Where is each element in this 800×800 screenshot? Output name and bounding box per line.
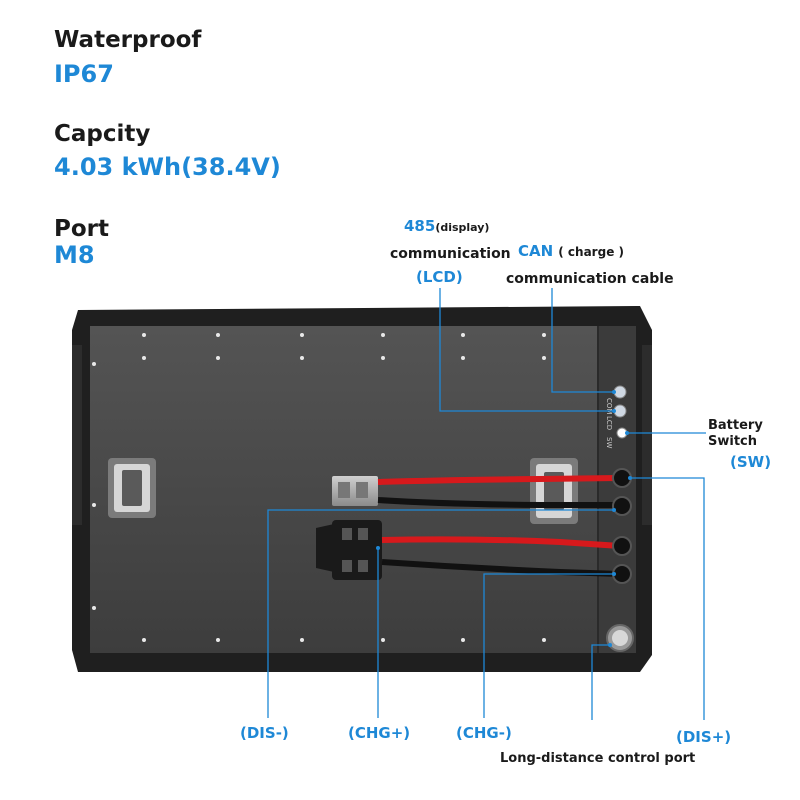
leader-lcd	[439, 288, 614, 412]
leader-can	[551, 288, 614, 393]
can-name: CAN	[518, 242, 554, 260]
leader-chg-minus	[483, 573, 614, 718]
rs485-number: 485	[404, 217, 436, 235]
leader-dot	[625, 431, 629, 435]
leader-dot	[612, 572, 616, 576]
screw	[542, 333, 546, 337]
chg-minus-label: (CHG-)	[456, 724, 512, 742]
leader-lines	[267, 288, 706, 720]
screw	[92, 606, 96, 610]
battery-switch-sw: (SW)	[730, 453, 772, 471]
rs485-callout: 485(display)	[404, 216, 489, 235]
battery-switch-line1: Battery	[708, 418, 763, 433]
cable-chg-plus-red	[381, 536, 621, 549]
port-strip	[598, 326, 636, 653]
screw	[542, 638, 546, 642]
leader-dot	[628, 476, 632, 480]
capacity-value: 4.03 kWh(38.4V)	[54, 153, 281, 181]
capacity-label: Capcity	[54, 121, 151, 147]
port-value: M8	[54, 241, 95, 269]
waterproof-label: Waterproof	[54, 27, 202, 53]
long-distance-label: Long-distance control port	[500, 751, 696, 766]
screw	[461, 356, 465, 360]
black-connector	[316, 520, 382, 580]
screw	[92, 362, 96, 366]
mark-com: COM	[605, 398, 613, 414]
screw	[142, 356, 146, 360]
can-callout: CAN ( charge )	[518, 241, 624, 260]
cable-chg-minus-black	[381, 559, 621, 577]
terminal-chg-plus	[612, 536, 632, 556]
cable-dis-minus-black	[377, 497, 618, 508]
leader-long-distance	[591, 644, 610, 720]
screw	[92, 503, 96, 507]
can-communication-cable: communication cable	[506, 271, 674, 287]
leader-dis-minus	[267, 509, 614, 718]
screw	[381, 638, 385, 642]
screw	[461, 638, 465, 642]
leader-dot	[612, 390, 616, 394]
left-handle	[108, 458, 156, 518]
waterproof-value: IP67	[54, 60, 114, 88]
dis-minus-label: (DIS-)	[240, 724, 289, 742]
dis-plus-label: (DIS+)	[676, 728, 732, 746]
signal-ports	[613, 385, 628, 439]
leader-dots	[376, 390, 632, 647]
rs485-display-note: (display)	[435, 221, 490, 234]
terminal-dis-minus	[612, 496, 632, 516]
rs485-communication: communication	[390, 246, 511, 262]
mark-lcd: LCD	[605, 416, 613, 430]
leader-dis-plus	[630, 477, 705, 720]
frame-groove-right	[642, 345, 652, 525]
screw	[300, 638, 304, 642]
screw	[461, 333, 465, 337]
right-handle	[530, 458, 578, 524]
screw	[142, 333, 146, 337]
mark-sw: SW	[605, 437, 613, 448]
power-terminals	[612, 468, 632, 584]
screw	[216, 333, 220, 337]
screw	[381, 356, 385, 360]
screw	[142, 638, 146, 642]
can-charge-note: ( charge )	[558, 245, 624, 259]
screw	[216, 356, 220, 360]
screw	[381, 333, 385, 337]
battery-switch-line2: Switch	[708, 434, 758, 449]
port-label: Port	[54, 216, 109, 242]
long-distance-port	[606, 624, 634, 652]
leader-dot	[608, 643, 612, 647]
screw	[542, 356, 546, 360]
panel-screws	[92, 333, 546, 642]
anderson-connector-grey	[332, 476, 378, 506]
cable-dis-plus-red	[377, 475, 619, 485]
chg-plus-label: (CHG+)	[348, 724, 411, 742]
leader-dot	[612, 508, 616, 512]
rs485-lcd: (LCD)	[416, 268, 463, 286]
screw	[300, 333, 304, 337]
frame-groove-left	[72, 345, 82, 525]
screw	[300, 356, 304, 360]
leader-dot	[612, 409, 616, 413]
screw	[216, 638, 220, 642]
leader-dot	[376, 546, 380, 550]
